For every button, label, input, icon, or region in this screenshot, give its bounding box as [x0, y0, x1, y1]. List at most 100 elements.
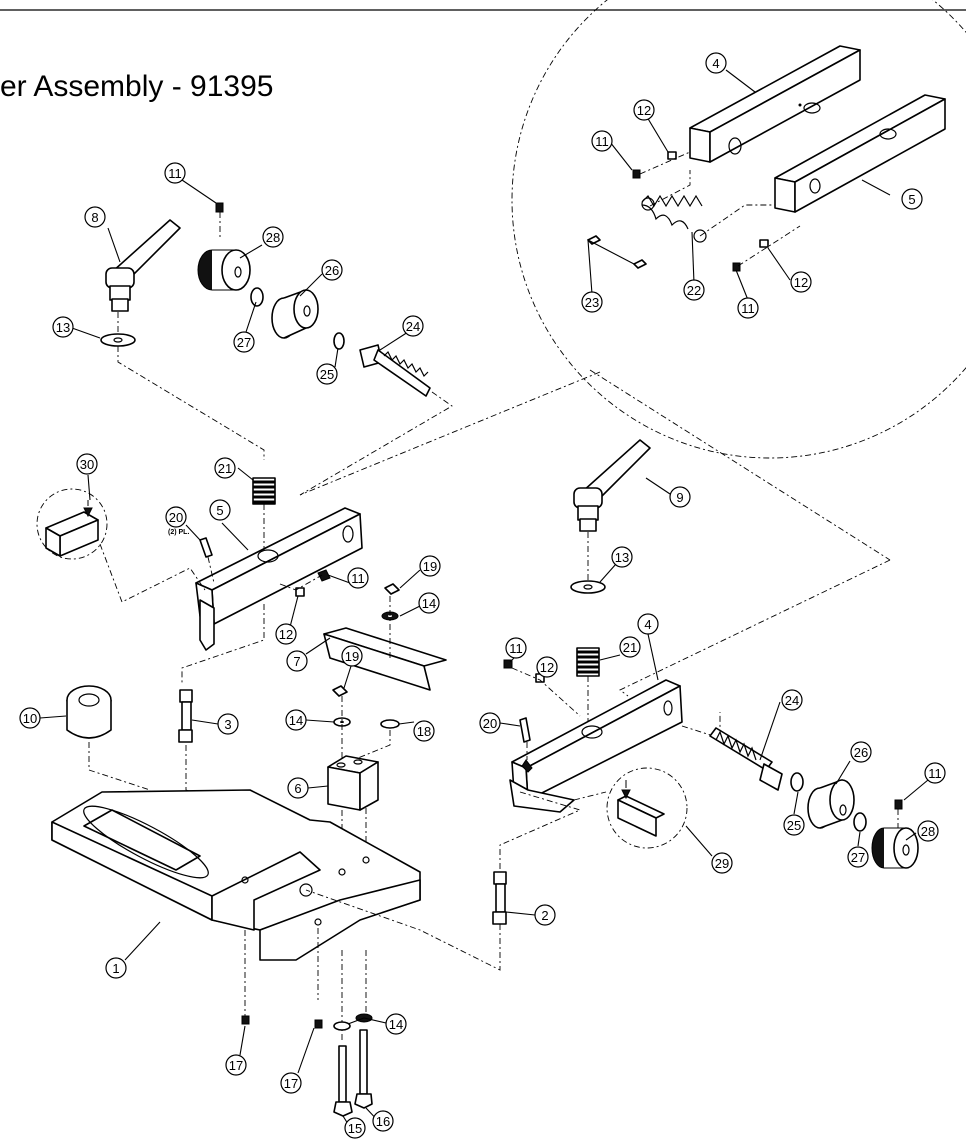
knob-26a [271, 289, 319, 339]
balloon-label: 7 [293, 654, 300, 669]
part-balloon-b12db: 12 [790, 271, 812, 293]
part-balloon-b30: 30 [76, 453, 98, 475]
setscrew-11e [894, 799, 903, 810]
balloon-circle [633, 99, 655, 121]
balloon-circle [19, 707, 41, 729]
balloon-circle [347, 567, 369, 589]
balloon-circle [402, 315, 424, 337]
part-balloon-b11e: 11 [924, 762, 946, 784]
part-balloon-b17a: 17 [225, 1054, 247, 1076]
part-balloon-b27a: 27 [233, 331, 255, 353]
balloon-label: 4 [712, 56, 719, 71]
balloon-circle [924, 762, 946, 784]
balloon-label: 30 [80, 457, 94, 472]
balloon-label: 11 [509, 641, 523, 656]
part-balloon-b11c: 11 [505, 637, 527, 659]
balloon-circle [637, 613, 659, 635]
balloon-label: 26 [854, 745, 868, 760]
part-balloon-b1: 1 [105, 957, 127, 979]
part-balloon-b6: 6 [287, 777, 309, 799]
balloon-circle [413, 720, 435, 742]
balloon-circle [105, 957, 127, 979]
part-balloon-b26b: 26 [850, 741, 872, 763]
part-balloon-b17b: 17 [280, 1072, 302, 1094]
balloon-label: 25 [787, 818, 801, 833]
balloon-circle [479, 712, 501, 734]
part-balloon-b13a: 13 [52, 316, 74, 338]
part-balloon-b28a: 28 [262, 226, 284, 248]
part-balloon-b21b: 21 [619, 636, 641, 658]
screw-24a [359, 344, 431, 397]
balloon-circle [917, 820, 939, 842]
balloon-label: 27 [851, 850, 865, 865]
balloon-label: 22 [687, 283, 701, 298]
balloon-circle [285, 709, 307, 731]
balloon-circle [669, 486, 691, 508]
balloon-label: 24 [785, 693, 799, 708]
washer-14c1 [333, 1021, 351, 1031]
balloon-label: 12 [279, 627, 293, 642]
balloon-label: 11 [168, 166, 182, 181]
part-balloon-b3: 3 [217, 713, 239, 735]
part-balloon-b21a: 21 [214, 457, 236, 479]
balloon-label: 27 [237, 335, 251, 350]
balloon-label: 20 [483, 716, 497, 731]
nut-19b [332, 685, 348, 697]
detail-spring [641, 194, 707, 243]
balloon-label: 23 [585, 295, 599, 310]
balloon-circle [76, 453, 98, 475]
balloon-label: 9 [676, 490, 683, 505]
pin-3 [178, 689, 193, 743]
balloon-circle [505, 637, 527, 659]
balloon-circle [214, 457, 236, 479]
balloon-label: 8 [91, 210, 98, 225]
part-balloon-b26a: 26 [321, 259, 343, 281]
balloon-label: 20 [169, 510, 183, 525]
balloon-circle [316, 363, 338, 385]
balloon-circle [581, 291, 603, 313]
balloon-circle [418, 592, 440, 614]
part-balloon-b14b: 14 [285, 709, 307, 731]
part-balloon-b28b: 28 [917, 820, 939, 842]
balloon-circle [534, 904, 556, 926]
part-balloon-b5d: 5 [901, 188, 923, 210]
pin-20b [519, 717, 531, 743]
balloon-label: 10 [23, 711, 37, 726]
setscrew-11c [503, 659, 513, 669]
knob-10 [66, 685, 112, 739]
balloon-label: 11 [351, 571, 365, 586]
spring-21b [576, 647, 600, 677]
part-balloon-b15: 15 [344, 1117, 366, 1139]
balloon-label: 11 [595, 134, 609, 149]
two-places-note: (2) PL. [168, 529, 189, 536]
washer-25b [790, 772, 804, 792]
part-balloon-b11db: 11 [737, 297, 759, 319]
detail-circle [511, 0, 966, 459]
balloon-circle [419, 555, 441, 577]
balloon-label: 12 [540, 660, 554, 675]
part-balloon-b25b: 25 [783, 814, 805, 836]
part-balloon-b12a: 12 [275, 623, 297, 645]
balloon-circle [262, 226, 284, 248]
block-6 [327, 755, 379, 811]
part-balloon-b2: 2 [534, 904, 556, 926]
balloon-label: 5 [216, 503, 223, 518]
part-balloon-b27b: 27 [847, 846, 869, 868]
base-1 [51, 789, 421, 961]
washer-18 [380, 719, 400, 729]
balloon-label: 25 [320, 367, 334, 382]
detail-view [299, 0, 966, 561]
screw-11b [317, 569, 331, 582]
washer-27b [853, 812, 867, 832]
washer-13a [100, 333, 136, 347]
balloon-circle [344, 1117, 366, 1139]
part-balloon-b10: 10 [19, 707, 41, 729]
part-balloon-b5: 5 [209, 499, 231, 521]
part-balloon-b18: 18 [413, 720, 435, 742]
balloon-label: 21 [623, 640, 637, 655]
balloon-label: 18 [417, 724, 431, 739]
balloon-label: 5 [908, 192, 915, 207]
balloon-circle [286, 650, 308, 672]
balloon-label: 29 [715, 856, 729, 871]
